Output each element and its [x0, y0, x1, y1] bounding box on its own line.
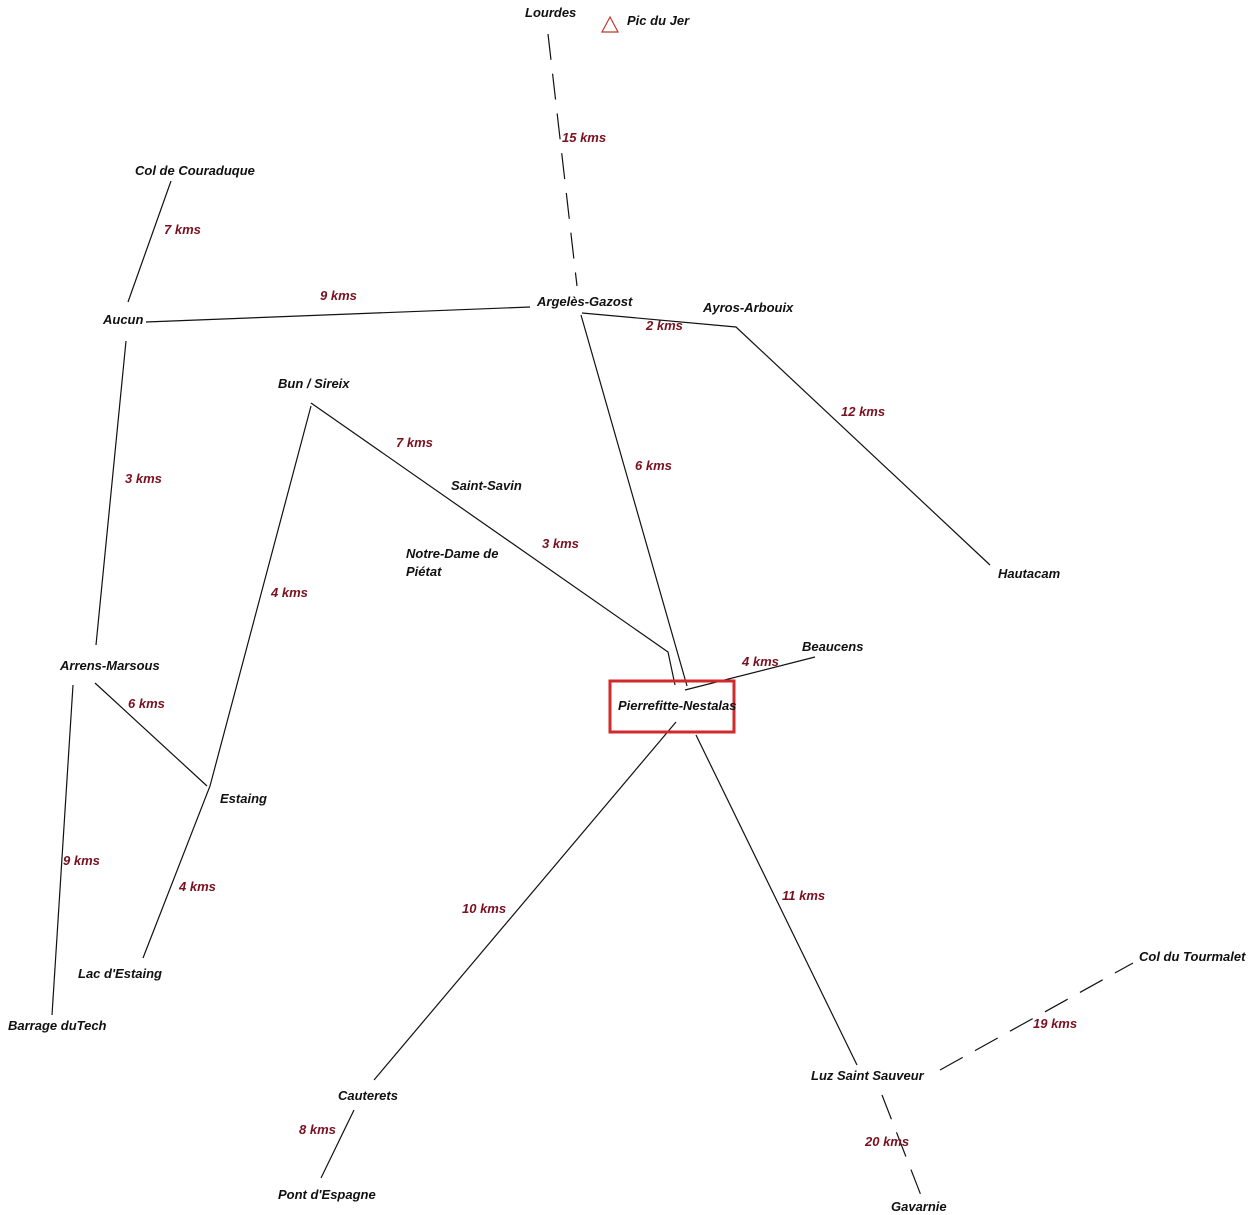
triangle-peak-icon — [601, 15, 619, 33]
road-arrens-barrage — [51, 684, 74, 1016]
place-label-pic-du-jer: Pic du Jer — [627, 13, 690, 28]
place-label-lourdes: Lourdes — [525, 5, 576, 20]
place-label-bun: Bun / Sireix — [278, 376, 350, 391]
place-label-ayros: Ayros-Arbouix — [702, 300, 794, 315]
place-label-estaing: Estaing — [220, 791, 267, 806]
distance-labels: 15 kms 7 kms 9 kms 2 kms 12 kms 7 kms 6 … — [63, 130, 1077, 1149]
distance-label: 3 kms — [542, 536, 579, 551]
place-label-notre-dame-line1: Notre-Dame de — [406, 546, 498, 561]
distance-label: 6 kms — [635, 458, 672, 473]
distance-label: 4 kms — [178, 879, 216, 894]
road-couraduque-aucun — [127, 180, 172, 303]
road-arrens-estaing — [94, 682, 208, 787]
place-label-aucun: Aucun — [102, 312, 144, 327]
distance-label: 12 kms — [841, 404, 885, 419]
place-label-lac-estaing: Lac d'Estaing — [78, 966, 162, 981]
distance-label: 15 kms — [562, 130, 606, 145]
road-luz-tourmalet — [939, 962, 1134, 1071]
place-label-barrage: Barrage duTech — [8, 1018, 107, 1033]
distance-label: 8 kms — [299, 1122, 336, 1137]
road-aucun-argeles — [145, 306, 531, 323]
place-label-hautacam: Hautacam — [998, 566, 1061, 581]
place-label-arrens: Arrens-Marsous — [59, 658, 160, 673]
road-pierrefitte-luz — [695, 734, 858, 1066]
road-luz-gavarnie — [881, 1094, 923, 1199]
distance-label: 9 kms — [320, 288, 357, 303]
place-label-argeles: Argelès-Gazost — [536, 294, 633, 309]
place-label-saint-savin: Saint-Savin — [451, 478, 522, 493]
place-labels: Lourdes Pic du Jer Col de Couraduque Auc… — [8, 5, 1246, 1214]
road-pierrefitte-cauterets — [373, 721, 677, 1081]
place-label-gavarnie: Gavarnie — [891, 1199, 947, 1214]
distance-label: 4 kms — [270, 585, 308, 600]
distance-label: 3 kms — [125, 471, 162, 486]
distance-label: 11 kms — [782, 888, 825, 903]
place-label-pierrefitte: Pierrefitte-Nestalas — [618, 698, 737, 713]
distance-label: 20 kms — [864, 1134, 909, 1149]
road-pierrefitte-beaucens — [684, 656, 816, 691]
distance-label: 10 kms — [462, 901, 506, 916]
distance-label: 2 kms — [645, 318, 683, 333]
place-label-cauterets: Cauterets — [338, 1088, 398, 1103]
road-argeles-ayros-hautacam — [581, 312, 991, 566]
road-cauterets-pont — [320, 1109, 355, 1179]
road-argeles-pierrefitte — [580, 314, 688, 687]
road-aucun-arrens — [95, 340, 127, 646]
road-bun-saintsavin-pierrefitte — [310, 402, 676, 686]
distance-label: 6 kms — [128, 696, 165, 711]
place-label-beaucens: Beaucens — [802, 639, 863, 654]
distance-label: 9 kms — [63, 853, 100, 868]
place-label-col-couraduque: Col de Couraduque — [135, 163, 255, 178]
distance-label: 19 kms — [1033, 1016, 1077, 1031]
place-label-luz: Luz Saint Sauveur — [811, 1068, 925, 1083]
place-label-tourmalet: Col du Tourmalet — [1139, 949, 1246, 964]
roads — [51, 33, 1134, 1199]
place-label-notre-dame-line2: Piétat — [406, 564, 442, 579]
place-label-pont-espagne: Pont d'Espagne — [278, 1187, 376, 1202]
distance-label: 7 kms — [164, 222, 201, 237]
highlight-box — [608, 679, 736, 734]
distance-label: 7 kms — [396, 435, 433, 450]
road-lourdes-argeles — [547, 33, 578, 287]
road-bun-estaing-lac — [142, 405, 312, 959]
distance-label: 4 kms — [741, 654, 779, 669]
